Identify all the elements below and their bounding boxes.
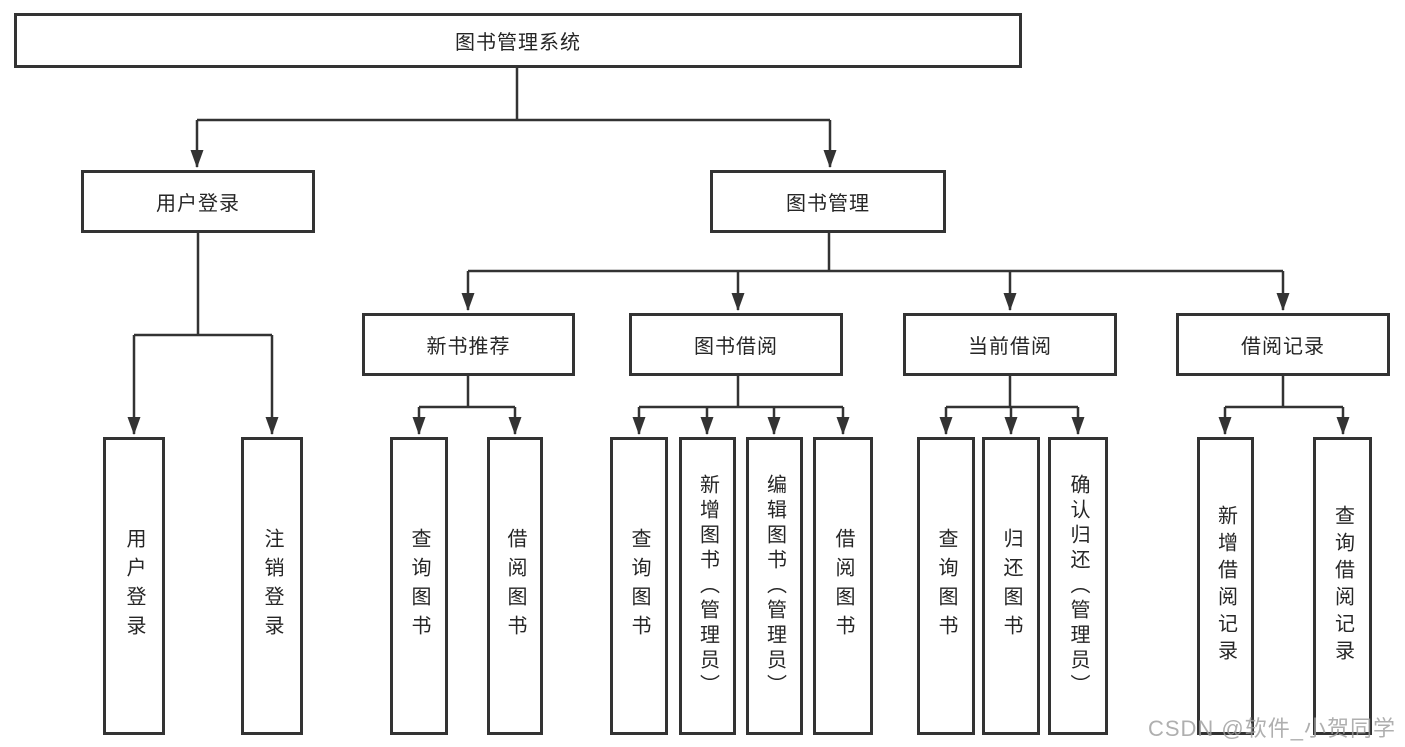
leaf-user-login: 用户登录 xyxy=(103,437,165,735)
node-new-book-recommendation: 新书推荐 xyxy=(362,313,575,376)
leaf-confirm-return-admin: 确认归还（管理员） xyxy=(1048,437,1108,735)
node-book-management: 图书管理 xyxy=(710,170,946,233)
leaf-return-books: 归还图书 xyxy=(982,437,1040,735)
node-borrowing-records: 借阅记录 xyxy=(1176,313,1390,376)
leaf-add-borrow-record: 新增借阅记录 xyxy=(1197,437,1254,735)
leaf-add-books-admin: 新增图书（管理员） xyxy=(679,437,736,735)
node-user-login: 用户登录 xyxy=(81,170,315,233)
leaf-borrow-books-borrowing: 借阅图书 xyxy=(813,437,873,735)
leaf-query-books-current: 查询图书 xyxy=(917,437,975,735)
leaf-query-books-borrowing: 查询图书 xyxy=(610,437,668,735)
leaf-query-books-recommend: 查询图书 xyxy=(390,437,448,735)
node-book-borrowing: 图书借阅 xyxy=(629,313,843,376)
leaf-query-borrow-record: 查询借阅记录 xyxy=(1313,437,1372,735)
leaf-edit-books-admin: 编辑图书（管理员） xyxy=(746,437,803,735)
node-current-borrowing: 当前借阅 xyxy=(903,313,1117,376)
leaf-borrow-books-recommend: 借阅图书 xyxy=(487,437,543,735)
node-root: 图书管理系统 xyxy=(14,13,1022,68)
leaf-logout-login: 注销登录 xyxy=(241,437,303,735)
watermark: CSDN @软件_小贺同学 xyxy=(1147,716,1396,741)
